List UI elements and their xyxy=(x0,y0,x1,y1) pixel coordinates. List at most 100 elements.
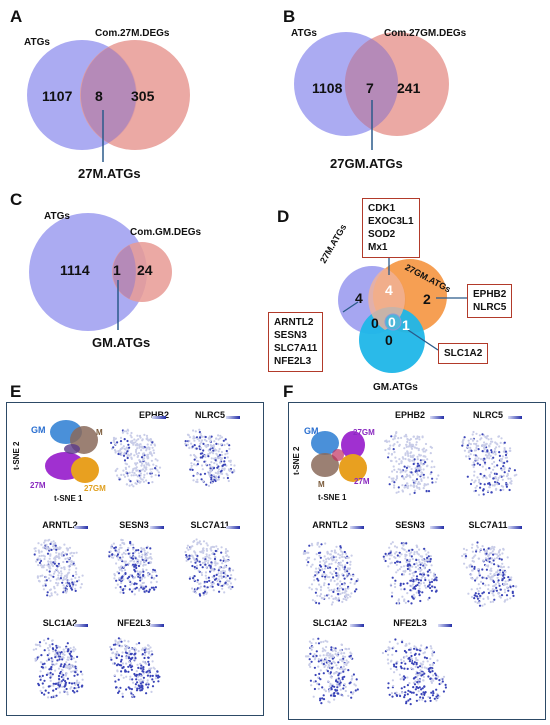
cell-dot xyxy=(346,573,349,576)
cell-dot xyxy=(156,469,159,472)
cell-dot xyxy=(410,471,413,474)
cell-dot xyxy=(339,545,342,548)
cell-dot xyxy=(325,558,328,561)
cell-dot xyxy=(64,557,67,560)
cell-dot xyxy=(52,564,55,568)
cell-dot xyxy=(52,561,55,564)
cell-dot xyxy=(412,597,415,600)
cell-dot xyxy=(149,547,152,550)
cell-dot xyxy=(55,694,58,697)
cell-dot xyxy=(504,453,508,457)
cell-dot xyxy=(311,599,314,602)
cell-dot xyxy=(209,557,212,560)
cell-dot xyxy=(401,573,404,576)
cell-dot xyxy=(408,439,411,442)
cell-dot xyxy=(120,453,123,456)
cell-dot xyxy=(405,445,408,448)
cell-dot xyxy=(205,591,209,594)
cell-dot xyxy=(76,655,79,658)
cell-dot xyxy=(62,676,65,679)
cell-dot xyxy=(312,575,315,578)
cell-dot xyxy=(135,558,139,561)
cell-dot xyxy=(433,465,436,468)
cell-dot xyxy=(315,553,318,556)
cell-dot xyxy=(132,443,135,446)
cell-dot xyxy=(337,684,340,687)
cell-dot xyxy=(425,667,428,670)
cell-dot xyxy=(200,441,203,444)
cell-dot xyxy=(436,694,439,697)
cell-dot xyxy=(497,579,500,582)
cell-dot xyxy=(60,574,63,577)
cell-dot xyxy=(134,683,137,686)
cell-dot xyxy=(474,579,477,582)
cell-dot xyxy=(131,590,134,593)
cell-dot xyxy=(134,441,137,444)
cell-dot xyxy=(492,559,495,562)
cell-dot xyxy=(132,474,135,477)
cell-dot xyxy=(403,486,406,489)
cell-dot xyxy=(321,686,324,689)
cell-dot xyxy=(141,478,144,481)
cell-dot xyxy=(341,564,344,567)
cell-dot xyxy=(335,559,338,562)
cell-dot xyxy=(388,648,391,651)
cell-dot xyxy=(393,484,396,487)
cell-dot xyxy=(435,477,438,480)
cell-dot xyxy=(308,658,311,661)
cell-dot xyxy=(65,687,68,691)
cell-dot xyxy=(463,449,466,452)
cell-dot xyxy=(221,464,224,467)
venn-b-left-circle xyxy=(294,32,398,136)
cell-dot xyxy=(226,583,229,586)
cell-dot xyxy=(355,678,358,681)
cell-dot xyxy=(215,437,218,440)
cell-dot xyxy=(478,572,481,575)
cell-dot xyxy=(473,597,476,600)
tsne-e-plot-slc1a2 xyxy=(28,624,90,702)
cell-dot xyxy=(340,587,343,590)
cell-dot xyxy=(477,592,480,595)
venn-d-gm-only-count: 0 xyxy=(385,332,393,348)
gene-label: EXOC3L1 xyxy=(368,216,414,227)
cell-dot xyxy=(313,558,316,561)
cell-dot xyxy=(335,545,338,548)
cell-dot xyxy=(223,566,226,569)
cell-dot xyxy=(324,567,327,570)
cell-dot xyxy=(191,445,194,448)
cell-dot xyxy=(61,685,64,688)
cell-dot xyxy=(110,544,113,547)
cell-dot xyxy=(212,445,216,448)
cell-dot xyxy=(43,679,46,682)
cell-dot xyxy=(223,443,226,447)
cell-dot xyxy=(54,656,57,659)
cell-dot xyxy=(112,542,115,545)
cell-dot xyxy=(120,451,123,454)
cell-dot xyxy=(146,674,149,677)
cell-dot xyxy=(224,565,228,569)
cell-dot xyxy=(410,446,413,449)
cell-dot xyxy=(505,475,509,478)
cell-dot xyxy=(500,484,503,488)
cell-dot xyxy=(471,550,474,553)
cell-dot xyxy=(470,588,473,591)
cell-dot xyxy=(308,640,311,643)
cell-dot xyxy=(81,678,84,681)
cell-dot xyxy=(308,586,311,589)
expression-legend-bar xyxy=(226,416,240,419)
cell-dot xyxy=(403,685,406,689)
cell-dot xyxy=(412,677,415,680)
gene-label: SLC1A2 xyxy=(444,348,483,359)
cell-dot xyxy=(148,588,151,591)
cell-dot xyxy=(47,658,50,661)
cell-dot xyxy=(418,548,421,551)
cell-dot xyxy=(324,649,327,652)
cell-dot xyxy=(134,686,137,689)
cell-dot xyxy=(220,469,223,472)
cell-dot xyxy=(75,567,78,570)
cell-dot xyxy=(329,694,333,697)
cell-dot xyxy=(212,474,215,477)
cell-dot xyxy=(347,647,351,650)
cell-dot xyxy=(72,657,75,660)
cell-dot xyxy=(126,577,129,580)
